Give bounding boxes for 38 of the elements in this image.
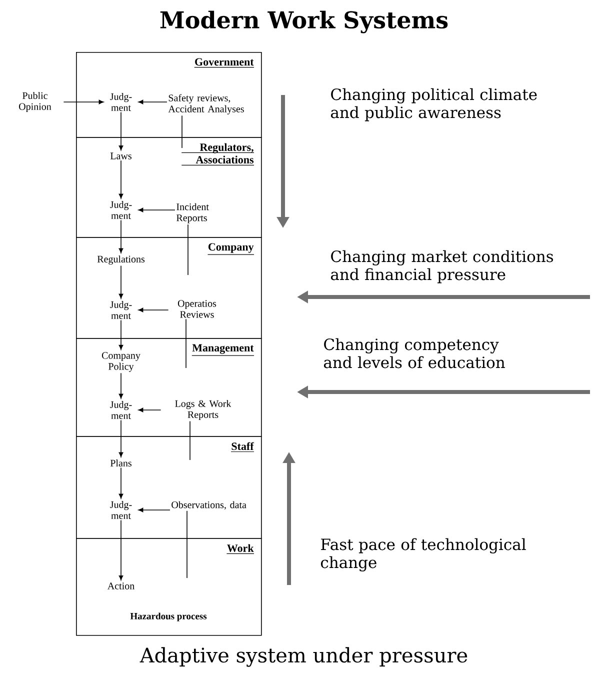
input-text: Incident Reports [176,203,209,224]
arrow [138,408,162,412]
judgment-text: Judg- ment [110,500,132,520]
arrow [138,308,169,312]
output-text: Regulations [97,255,145,265]
judgment-text: Judg- ment [110,92,132,112]
caption: Adaptive system under pressure [140,647,468,667]
input-text: Operatios Reviews [178,300,216,318]
pressure-label: Changing political climate and public awareness [330,88,537,122]
input-text: Logs & Work Reports [175,400,232,420]
output-text: Action [107,582,134,590]
input-text: Observations, data [172,501,246,510]
feedback-line [186,510,188,578]
output-text: Laws [110,152,132,160]
arrow [138,100,168,104]
arrow [118,420,124,458]
pressure-label: Fast pace of technological change [320,538,526,572]
arrow [63,100,104,104]
input-text: Public Opinion [19,92,52,112]
title: Modern Work Systems [160,10,448,34]
arrow [118,112,124,150]
input-text: Safety reviews, Accident Analyses [168,94,244,114]
output-text: Plans [110,459,132,467]
arrow [118,520,124,580]
judgment-text: Judg- ment [110,400,132,420]
output-text: Company Policy [102,352,140,372]
arrow [118,467,124,499]
arrow [118,160,124,199]
pressure-label: Changing market conditions and financial pressure [330,250,554,284]
arrow [118,220,124,254]
judgment-text: Judg- ment [110,200,132,220]
judgment-text: Judg- ment [110,300,132,320]
arrow [118,320,124,350]
arrow [118,372,124,399]
arrow [138,508,170,512]
arrow [118,265,124,299]
pressure-label: Changing competency and levels of education [324,338,505,368]
arrow [138,208,176,212]
